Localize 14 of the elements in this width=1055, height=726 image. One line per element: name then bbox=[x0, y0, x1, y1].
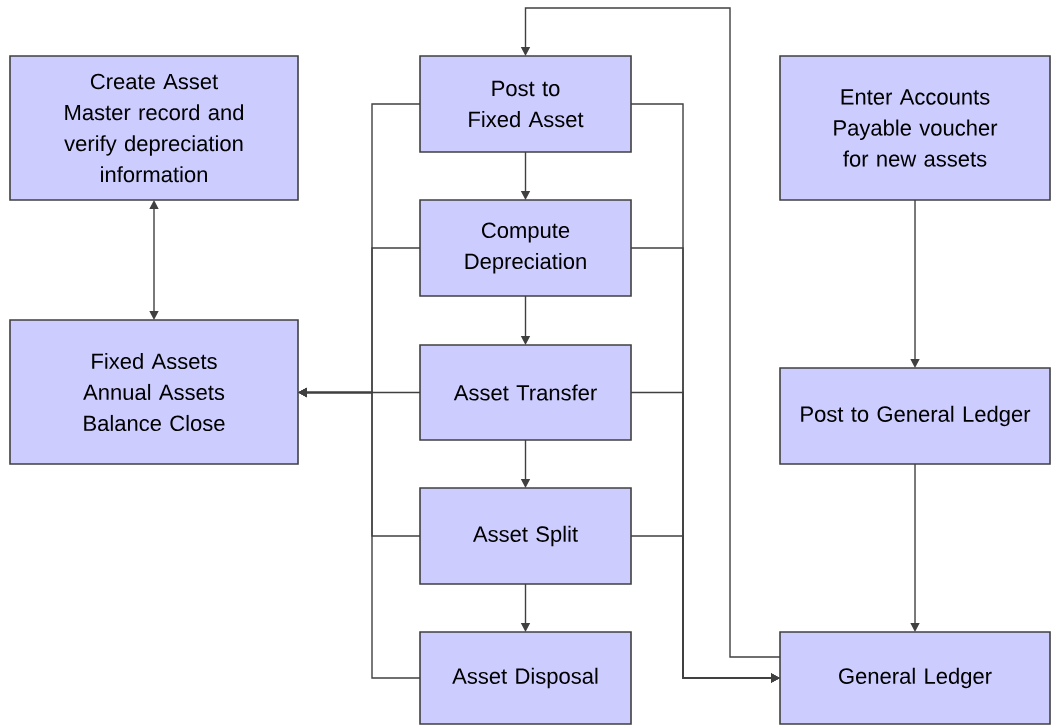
process-box: Create Asset Master record and verify depreciation information bbox=[9, 55, 299, 201]
process-box: Asset Disposal bbox=[419, 631, 632, 725]
process-box: Enter Accounts Payable voucher for new assets bbox=[779, 55, 1051, 201]
arrow bbox=[910, 463, 920, 632]
process-box: Post to General Ledger bbox=[779, 367, 1051, 465]
process-box: Compute Depreciation bbox=[419, 199, 632, 297]
arrow bbox=[910, 199, 920, 368]
process-box: Asset Split bbox=[419, 487, 632, 585]
process-box: Post to Fixed Asset bbox=[419, 55, 632, 153]
process-box: Fixed Assets Annual Assets Balance Close bbox=[9, 319, 299, 465]
arrow bbox=[149, 200, 159, 320]
process-box: General Ledger bbox=[779, 631, 1051, 725]
arrow bbox=[630, 535, 780, 683]
process-box: Asset Transfer bbox=[419, 344, 632, 441]
